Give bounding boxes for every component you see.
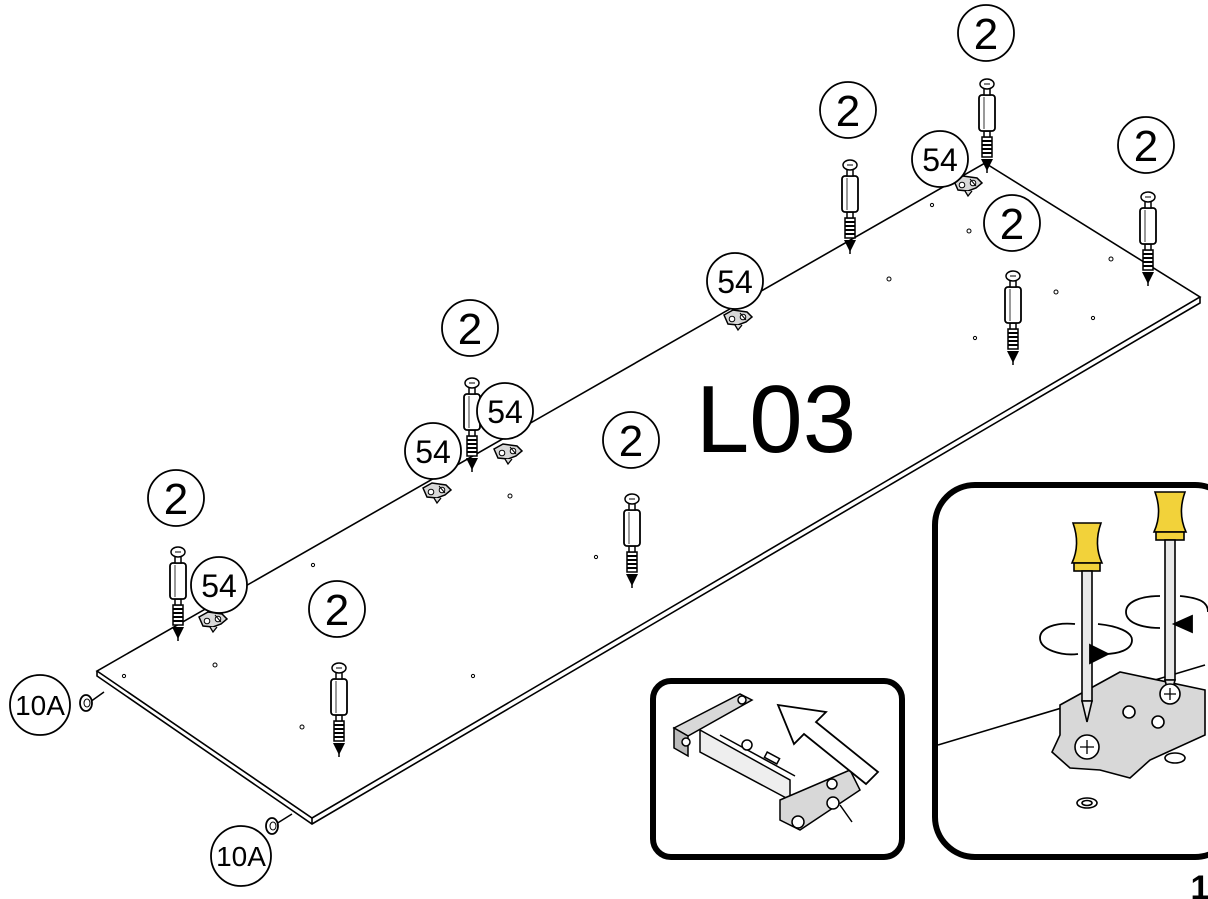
svg-text:54: 54 xyxy=(717,264,753,300)
svg-text:10A: 10A xyxy=(15,690,65,721)
panel-l03 xyxy=(95,162,1202,825)
hinge-detail-icon xyxy=(672,693,861,831)
screwdriver-icon xyxy=(1152,491,1188,705)
svg-text:54: 54 xyxy=(201,568,237,604)
insert-arrow-icon xyxy=(776,703,880,786)
svg-text:2: 2 xyxy=(974,10,998,59)
drill-holes xyxy=(121,202,1114,730)
inset-hinge-insertion xyxy=(650,678,905,860)
svg-text:54: 54 xyxy=(487,394,523,430)
rotation-arrow-icon xyxy=(1039,595,1208,665)
page-number: 1 xyxy=(1191,869,1208,899)
svg-text:10A: 10A xyxy=(216,841,266,872)
svg-text:2: 2 xyxy=(619,417,643,466)
leveler-foot-icon xyxy=(79,691,293,835)
svg-text:2: 2 xyxy=(325,586,349,635)
svg-text:2: 2 xyxy=(458,305,482,354)
svg-text:2: 2 xyxy=(1134,122,1158,171)
callout-leveler: 10A 10A xyxy=(9,674,272,887)
svg-text:2: 2 xyxy=(164,475,188,524)
callout-cam-bolt: 2 2 2 2 2 2 2 2 xyxy=(147,4,1175,638)
svg-text:54: 54 xyxy=(922,142,958,178)
svg-text:2: 2 xyxy=(1000,200,1024,249)
svg-text:2: 2 xyxy=(836,87,860,136)
panel-label: L03 xyxy=(696,366,856,473)
inset-screwdriver xyxy=(932,482,1208,860)
svg-text:54: 54 xyxy=(415,434,451,470)
screwdriver-icon xyxy=(1070,522,1104,723)
callout-hinge-plate: 54 54 54 54 54 xyxy=(190,130,969,614)
